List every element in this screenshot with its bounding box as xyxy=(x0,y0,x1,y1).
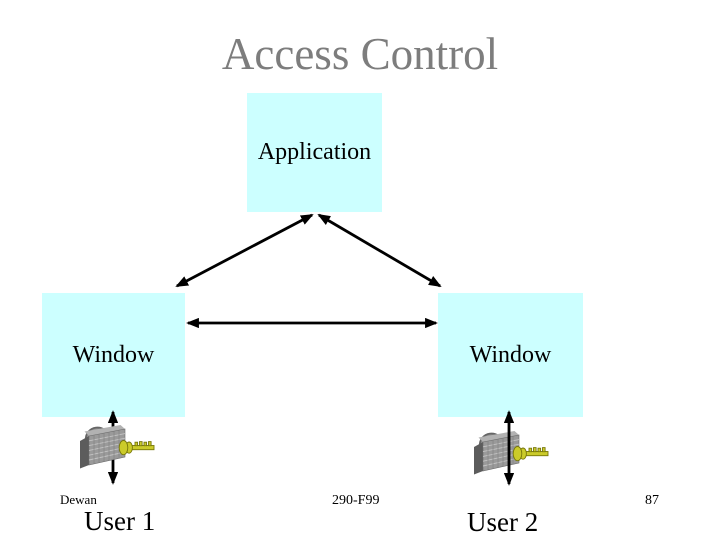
arrow-application-to-window-left xyxy=(175,213,314,288)
user-2-label: User 2 xyxy=(467,507,539,537)
slide-title: Access Control xyxy=(221,29,499,79)
user-1-label: User 1 xyxy=(84,506,156,536)
application-box: Application xyxy=(247,93,382,212)
course-code-label: 290-F99 xyxy=(332,493,380,508)
application-label: Application xyxy=(257,139,372,166)
window-right-box: Window xyxy=(438,293,583,417)
arrow-application-to-window-right xyxy=(317,213,442,288)
slide-number: 87 xyxy=(645,493,659,508)
window-left-label: Window xyxy=(72,341,155,368)
window-right-label: Window xyxy=(469,341,552,368)
window-left-box: Window xyxy=(42,293,185,417)
padlock-key-icon-right xyxy=(474,431,548,475)
author-label: Dewan xyxy=(60,492,97,507)
padlock-key-icon-left xyxy=(80,425,154,469)
